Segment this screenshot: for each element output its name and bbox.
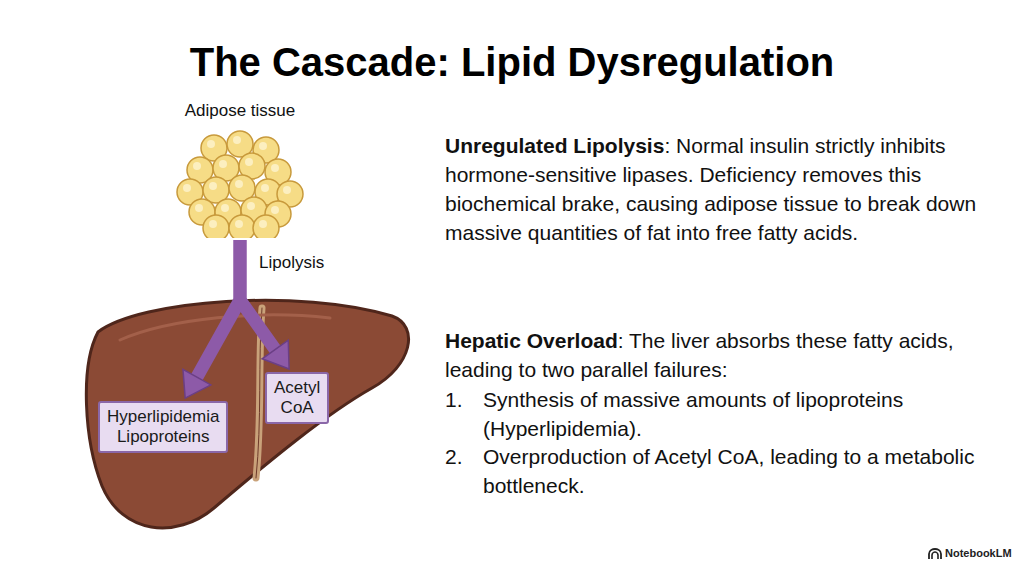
node-heading: Adipose tissue xyxy=(172,100,308,122)
watermark: NotebookLM xyxy=(945,546,1012,560)
node-label: Hyperlipidemia Lipoproteins xyxy=(107,407,219,447)
node-label: Acetyl CoA xyxy=(274,378,320,418)
edge-label: Lipolysis xyxy=(257,252,326,274)
section-heading: Hepatic Overload xyxy=(445,329,618,352)
diagram-title: The Cascade: Lipid Dysregulation xyxy=(0,38,1024,86)
organ-box: Hyperlipidemia Lipoproteins xyxy=(98,401,228,453)
list-number: 2. xyxy=(445,442,463,471)
section-heading: Unregulated Lipolysis xyxy=(445,134,664,157)
paragraph: Unregulated Lipolysis: Normal insulin st… xyxy=(445,131,990,247)
paragraph: Hepatic Overload: The liver absorbs thes… xyxy=(445,326,990,384)
list-item: Synthesis of massive amounts of lipoprot… xyxy=(483,385,988,443)
liver-shape xyxy=(86,300,408,528)
adipose-node: Adipose tissue xyxy=(172,100,308,238)
list-item: Overproduction of Acetyl CoA, leading to… xyxy=(483,442,988,500)
notebooklm-icon xyxy=(928,548,942,560)
fat-cell-cluster xyxy=(172,128,308,238)
list-number: 1. xyxy=(445,385,463,414)
organ-box: Acetyl CoA xyxy=(265,372,329,424)
